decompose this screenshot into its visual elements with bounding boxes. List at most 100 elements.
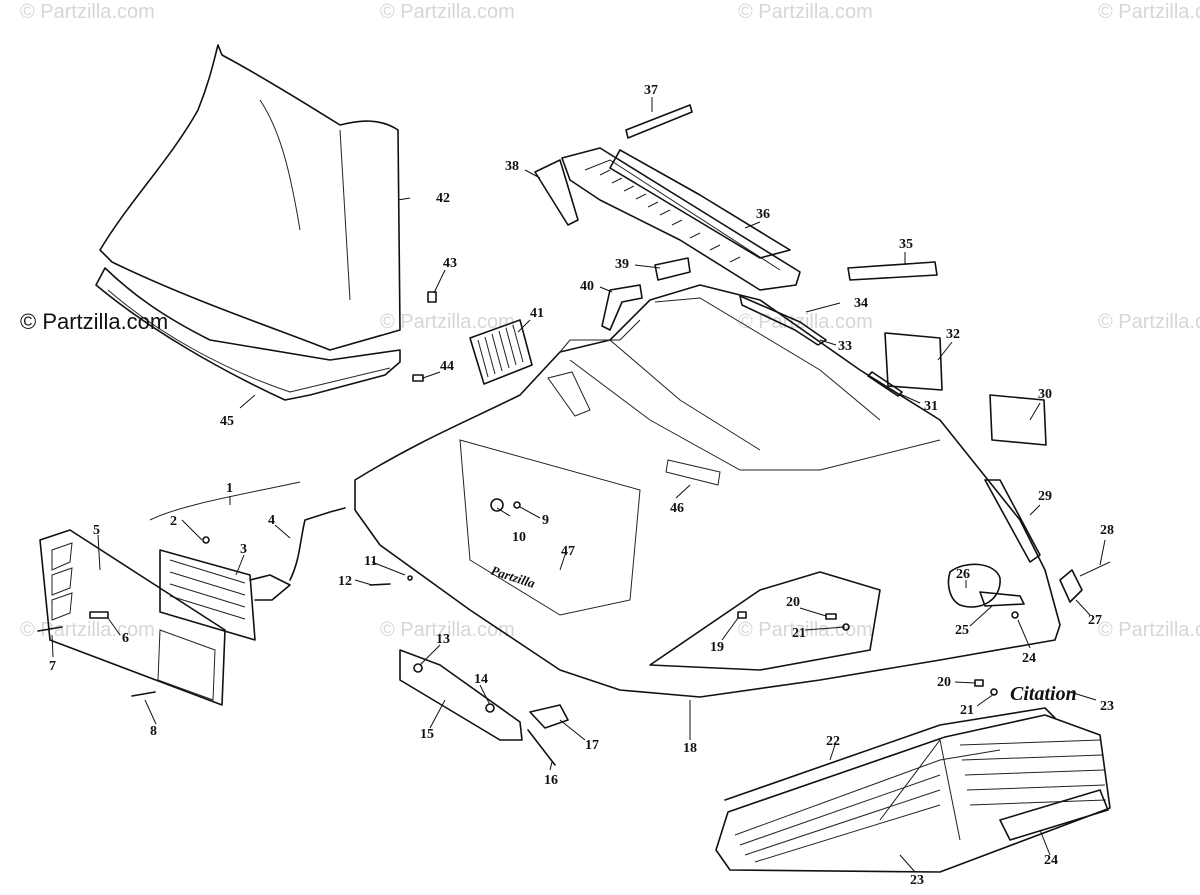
callout-46: 44 [440,359,454,374]
callout-7: 7 [49,659,56,674]
callout-41: 39 [615,257,629,272]
callout-3: 3 [240,542,247,557]
callout-23: 23 [910,873,924,888]
callout-27: 25 [955,623,969,638]
strip-part-35 [739,295,827,346]
decal-part-40 [534,159,579,226]
callout-11: 11 [364,554,377,569]
callout-35: 33 [838,339,852,354]
callout-25: 23 [1100,699,1114,714]
headlight-part-3 [159,549,256,641]
latch-plate-part-28 [947,563,1001,608]
part-20-lower [974,679,984,687]
callout-31: 29 [1038,489,1052,504]
vent-part-43 [469,319,533,385]
screw-part-8 [131,691,156,697]
hood-part-18 [354,284,1061,698]
part-20-upper [825,613,837,620]
callout-10: 10 [512,530,526,545]
callout-16: 16 [544,773,558,788]
windshield-reflection [259,99,301,231]
callout-48: 46 [670,501,684,516]
callout-15: 15 [420,727,434,742]
watermark-top-edge: © Partzilla.com [1098,1,1200,23]
leader-lines [51,97,1106,873]
callout-22: 22 [826,734,840,749]
screw-part-46 [412,374,424,382]
watermark-low-left: © Partzilla.com [20,619,155,641]
headlight-socket [249,574,291,601]
rod-part-30 [1079,561,1111,577]
callout-26: 24 [1022,651,1036,666]
callout-28: 26 [956,567,970,582]
latch-part-27 [979,591,1025,607]
watermark-mid-right: © Partzilla.com [738,311,873,333]
callout-13: 13 [436,632,450,647]
callout-42: 40 [580,279,594,294]
callout-20-upper: 20 [786,595,800,610]
bracket-part-42 [601,284,643,331]
callout-20-lower: 20 [937,675,951,690]
part-10 [490,498,504,512]
callout-1: 1 [226,481,233,496]
watermark-primary: © Partzilla.com [20,309,168,334]
callout-45: 43 [443,256,457,271]
grille-part-24 [999,789,1109,841]
screw-part-7 [37,626,63,632]
windshield [99,44,401,351]
hood-headlight-opening [459,439,641,616]
part-26 [1011,611,1019,619]
callout-21-upper: 21 [792,626,806,641]
callout-29: 27 [1088,613,1102,628]
bezel-part-5 [39,529,226,706]
watermark-top-left: © Partzilla.com [20,1,155,23]
bolt-part-16 [527,729,556,766]
screw-part-2 [202,536,210,544]
decal-part-37 [847,261,938,281]
callout-8: 8 [150,724,157,739]
screw-part-6 [89,611,109,619]
watermark-top-center: © Partzilla.com [380,1,515,23]
callout-9: 9 [542,513,549,528]
callout-12: 12 [338,574,352,589]
callout-6: 6 [122,631,129,646]
trim-part-22 [724,707,1056,801]
wire-harness-part-4 [289,507,346,581]
watermarks: © Partzilla.com © Partzilla.com © Partzi… [20,1,1200,641]
callout-19: 19 [710,640,724,655]
part-13 [413,663,423,673]
hood-scoop [547,371,591,417]
watermark-mid-edge: © Partzilla.com [1098,311,1200,333]
watermark-mid-center: © Partzilla.com [380,311,515,333]
callout-30: 28 [1100,523,1114,538]
headlight-group [37,481,346,706]
strip-part-33 [867,371,903,397]
callout-17: 17 [585,738,599,753]
part-19 [737,611,747,619]
callout-40: 38 [505,159,519,174]
screw-part-12 [369,583,391,586]
clip-part-45 [427,291,437,303]
decal-part-32 [989,394,1047,446]
callout-36: 34 [854,296,868,311]
windshield-frame-inner [107,289,391,393]
strip-part-31 [984,479,1041,563]
side-grille-group [715,707,1111,873]
badge-part-48 [665,459,721,486]
part-11 [407,575,413,581]
console-part-38 [561,147,801,291]
callout-18: 18 [683,741,697,756]
callout-21-lower: 21 [960,703,974,718]
callout-4: 4 [268,513,275,528]
windshield-group [95,44,401,401]
callout-39: 37 [644,83,658,98]
wire-part-1 [149,481,301,521]
part-9 [513,501,521,509]
badge-part-25: Citation [1010,683,1077,705]
decal-part-39 [625,104,693,139]
windshield-frame [95,267,401,401]
part-41 [654,257,691,281]
callout-2: 2 [170,514,177,529]
callout-labels: 42 43 44 45 41 37 38 36 35 39 40 34 33 3… [49,83,1114,888]
callout-47: 45 [220,414,234,429]
